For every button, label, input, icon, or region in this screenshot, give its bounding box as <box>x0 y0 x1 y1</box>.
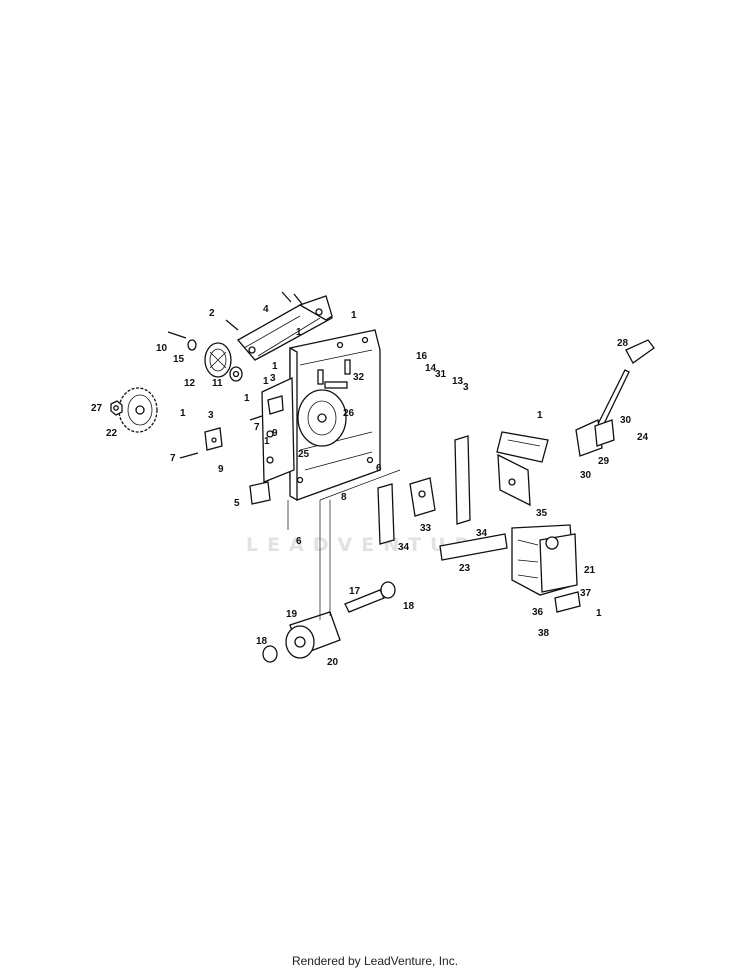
callout-label: 3 <box>208 410 214 421</box>
callout-label: 27 <box>91 403 103 414</box>
callout-label: 24 <box>637 432 649 443</box>
sprocket <box>118 387 158 433</box>
callout-label: 11 <box>212 378 223 389</box>
callout-label: 18 <box>403 601 415 612</box>
small-bracket <box>267 395 284 415</box>
plate-35 <box>497 453 531 507</box>
axle <box>344 581 396 613</box>
gate-plate <box>496 431 549 463</box>
watermark: LEADVENTURE <box>246 534 501 556</box>
callout-label: 32 <box>353 372 365 383</box>
bolt <box>179 452 199 459</box>
bar-23 <box>439 533 508 561</box>
callout-label: 3 <box>270 373 276 384</box>
callout-label: 30 <box>580 470 592 481</box>
callout-label: 34 <box>476 528 488 539</box>
callout-label: 2 <box>209 308 215 319</box>
callout-label: 9 <box>218 464 224 475</box>
callout-label: 10 <box>156 343 168 354</box>
top-bracket <box>236 295 333 361</box>
callout-label: 4 <box>263 304 269 315</box>
transmission <box>511 524 578 596</box>
nut <box>110 400 123 416</box>
callout-label: 1 <box>264 436 270 447</box>
bolt <box>167 331 187 339</box>
top-bolts <box>225 291 303 331</box>
callout-label: 9 <box>272 428 278 439</box>
callout-label: 17 <box>349 586 361 597</box>
callout-label: 1 <box>272 361 278 372</box>
callout-label: 18 <box>256 636 268 647</box>
callout-label: 7 <box>170 453 176 464</box>
callout-label: 7 <box>254 422 260 433</box>
callout-label: 23 <box>459 563 471 574</box>
footer-credit: Rendered by LeadVenture, Inc. <box>291 954 459 968</box>
callout-label: 1 <box>596 608 602 619</box>
washer <box>187 339 197 351</box>
callout-label: 38 <box>538 628 550 639</box>
bracket-9 <box>204 427 223 451</box>
callout-label: 28 <box>617 338 629 349</box>
callout-label: 33 <box>420 523 432 534</box>
callout-label: 20 <box>327 657 339 668</box>
callout-label: 21 <box>584 565 596 576</box>
callout-label: 13 <box>452 376 464 387</box>
callout-label: 1 <box>351 310 357 321</box>
pulley <box>204 342 232 378</box>
callout-label: 1 <box>537 410 543 421</box>
callout-label: 6 <box>296 536 302 547</box>
bolt <box>249 415 263 421</box>
callout-label: 1 <box>296 327 302 338</box>
callout-label: 12 <box>184 378 196 389</box>
callout-label: 8 <box>341 492 347 503</box>
callout-label: 6 <box>376 463 382 474</box>
callout-label: 14 <box>425 363 437 374</box>
callout-label: 31 <box>435 369 447 380</box>
callout-label: 36 <box>532 607 544 618</box>
bearing <box>229 366 243 382</box>
callout-label: 1 <box>263 376 269 387</box>
gear-disc <box>297 389 347 447</box>
bracket-33 <box>409 477 436 517</box>
callout-label: 1 <box>244 393 250 404</box>
callout-label: 3 <box>463 382 469 393</box>
callout-label: 22 <box>106 428 118 439</box>
callout-label: 34 <box>398 542 410 553</box>
wheel-hub <box>262 611 341 663</box>
callout-label: 30 <box>620 415 632 426</box>
callout-label: 26 <box>343 408 355 419</box>
callout-label: 29 <box>598 456 610 467</box>
long-bracket-34 <box>377 435 471 545</box>
bracket-5 <box>249 481 271 505</box>
bracket-36 <box>554 591 581 613</box>
shift-lever <box>575 339 655 457</box>
callout-label: 25 <box>298 449 310 460</box>
side-plate <box>261 376 295 483</box>
callout-label: 35 <box>536 508 548 519</box>
callout-label: 16 <box>416 351 428 362</box>
callout-label: 15 <box>173 354 185 365</box>
callout-label: 37 <box>580 588 592 599</box>
callout-label: 19 <box>286 609 298 620</box>
callout-label: 5 <box>234 498 240 509</box>
callout-label: 1 <box>180 408 186 419</box>
